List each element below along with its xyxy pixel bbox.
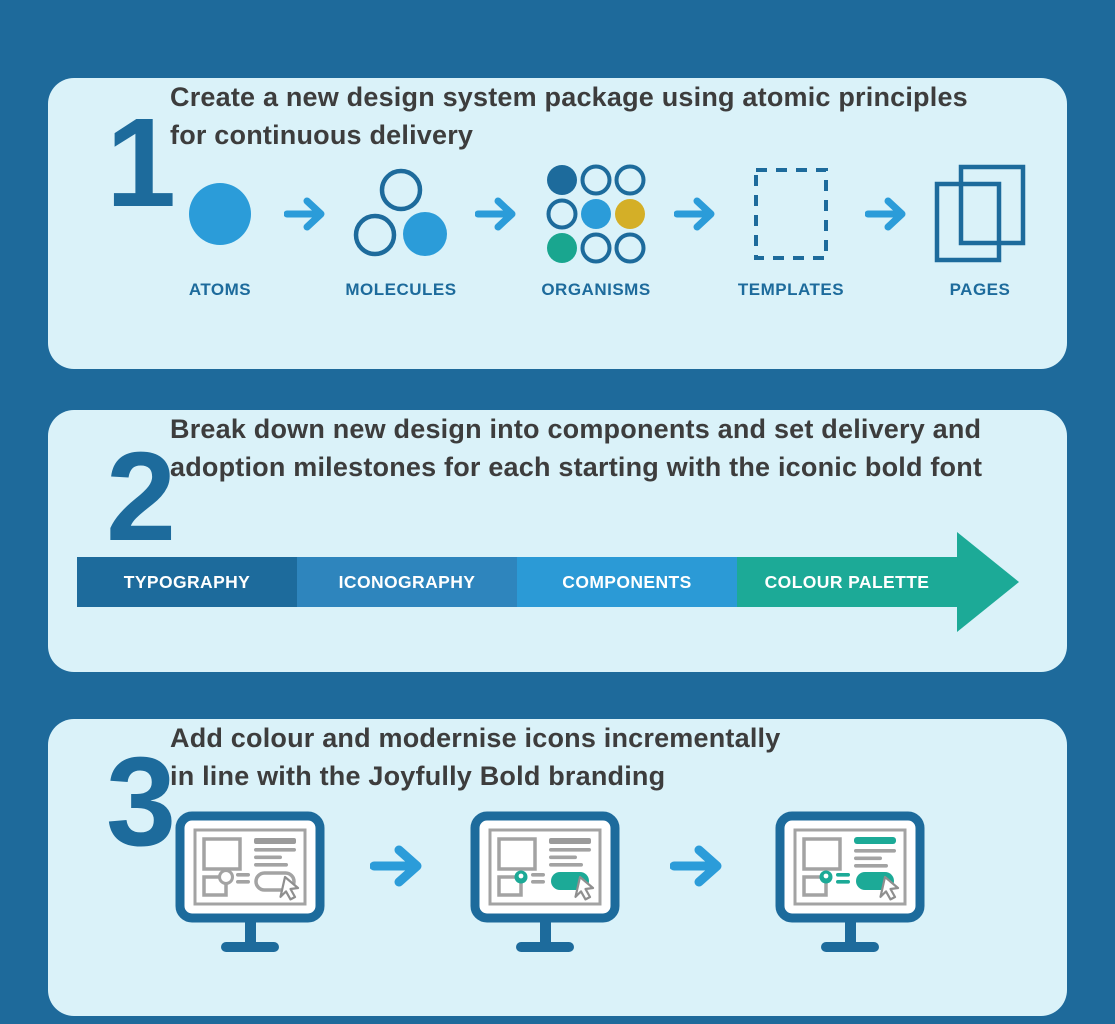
stage-label-molecules: MOLECULES xyxy=(345,280,457,299)
stage-label-templates: TEMPLATES xyxy=(737,280,845,299)
step-2-heading-line-2: adoption milestones for each starting wi… xyxy=(170,452,983,482)
step-1-heading-line-1: Create a new design system package using… xyxy=(170,82,968,112)
stage-atoms: ATOMS xyxy=(178,158,262,300)
stage-templates: TEMPLATES xyxy=(737,158,845,300)
arrowhead-icon xyxy=(957,532,1019,632)
milestone-components: COMPONENTS xyxy=(517,557,737,607)
molecules-icon xyxy=(353,168,447,257)
step-3-heading-line-2: in line with the Joyfully Bold branding xyxy=(170,761,666,791)
templates-icon xyxy=(754,168,828,260)
step-panel-1: 1 Create a new design system package usi… xyxy=(48,78,1067,369)
monitor-wireframe-icon xyxy=(175,811,325,952)
step-2-heading-line-1: Break down new design into components an… xyxy=(170,414,982,444)
step-1-heading: Create a new design system package using… xyxy=(170,78,1067,154)
arrow-right-icon xyxy=(325,811,470,956)
step-number-2: 2 xyxy=(106,426,176,567)
arrow-right-icon xyxy=(620,811,775,956)
monitor-partial-colour-icon xyxy=(470,811,620,952)
step-panel-3: 3 Add colour and modernise icons increme… xyxy=(48,719,1067,1016)
arrow-right-icon xyxy=(843,158,930,270)
step-3-heading-line-1: Add colour and modernise icons increment… xyxy=(170,723,781,753)
atomic-stages-row: ATOMS MOLECULES xyxy=(178,158,1030,300)
step-2-heading: Break down new design into components an… xyxy=(170,410,1067,486)
stage-label-organisms: ORGANISMS xyxy=(541,280,651,299)
arrow-right-icon xyxy=(453,158,540,270)
monitors-row xyxy=(175,811,1067,956)
stage-molecules: MOLECULES xyxy=(345,158,456,300)
arrow-right-icon xyxy=(652,158,739,270)
stage-label-atoms: ATOMS xyxy=(188,280,252,299)
atoms-icon xyxy=(189,183,251,245)
milestone-typography: TYPOGRAPHY xyxy=(77,557,297,607)
stage-organisms: ORGANISMS xyxy=(540,158,652,300)
stage-pages: PAGES xyxy=(930,158,1030,300)
step-panel-2: 2 Break down new design into components … xyxy=(48,410,1067,672)
step-3-heading: Add colour and modernise icons increment… xyxy=(170,719,1067,795)
pages-icon xyxy=(934,164,1026,263)
milestone-colour-palette: COLOUR PALETTE xyxy=(737,557,957,607)
arrow-right-icon xyxy=(262,158,349,270)
milestone-iconography: ICONOGRAPHY xyxy=(297,557,517,607)
step-1-heading-line-2: for continuous delivery xyxy=(170,120,474,150)
monitor-branded-icon xyxy=(775,811,925,952)
step-number-3: 3 xyxy=(106,731,176,872)
organisms-icon xyxy=(546,164,646,264)
milestone-arrow-bar: TYPOGRAPHY ICONOGRAPHY COMPONENTS COLOUR… xyxy=(77,532,1067,632)
step-number-1: 1 xyxy=(106,92,176,233)
stage-label-pages: PAGES xyxy=(949,280,1011,299)
